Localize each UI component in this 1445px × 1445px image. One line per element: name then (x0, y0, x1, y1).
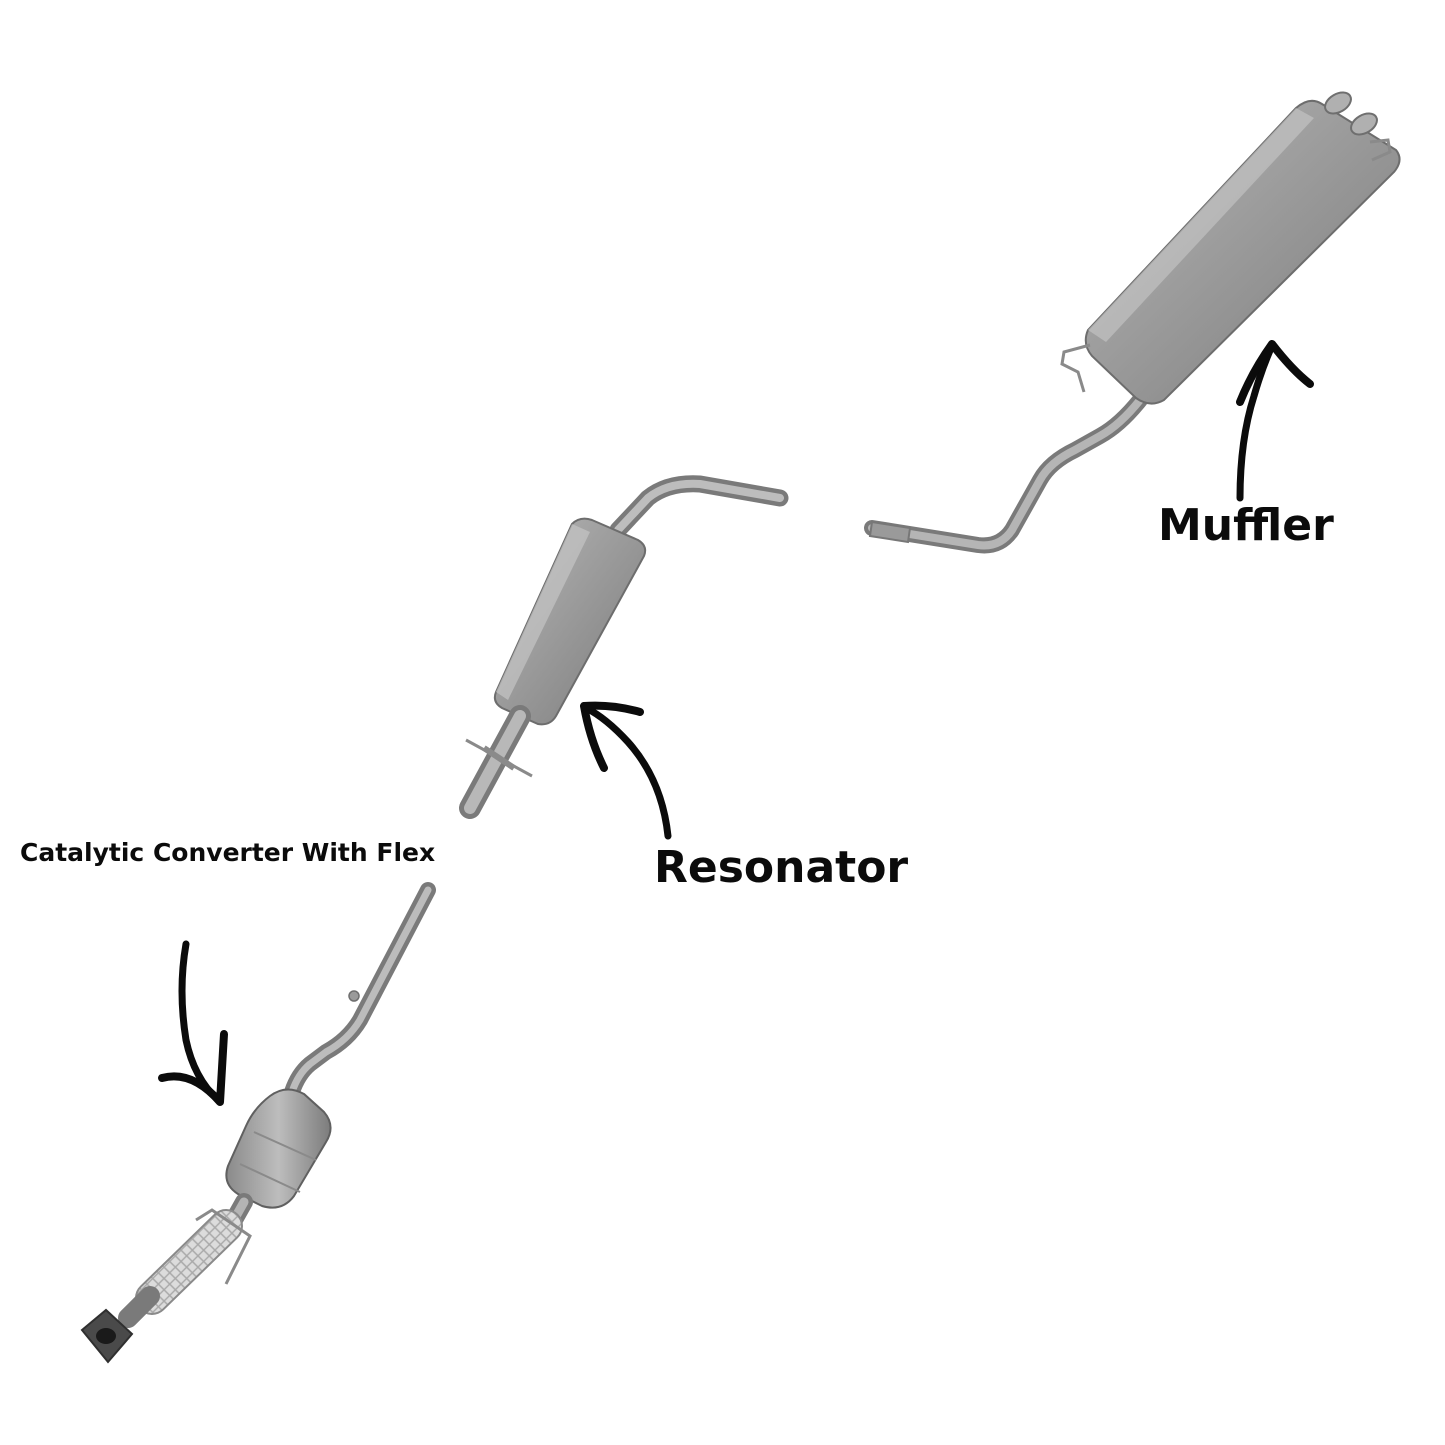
muffler-inlet-sleeve (868, 520, 912, 544)
arrow-to-catalytic-converter-icon (158, 940, 228, 1106)
muffler-inlet-pipe (864, 392, 1148, 554)
catalytic-converter-body (225, 1088, 332, 1209)
muffler-label: Muffler (1158, 500, 1334, 551)
flex-pipe (135, 1209, 243, 1315)
arrow-to-muffler-icon (1236, 340, 1314, 502)
muffler-assembly (864, 91, 1401, 554)
muffler-body (1084, 99, 1401, 405)
catalytic-converter-assembly (80, 882, 436, 1364)
catalytic-converter-label: Catalytic Converter With Flex (20, 838, 436, 867)
flex-bracket (195, 1208, 252, 1285)
resonator-label: Resonator (654, 842, 909, 893)
arrow-to-resonator-icon (580, 701, 672, 840)
muffler-hanger-left (1060, 343, 1091, 393)
resonator-body (493, 517, 647, 726)
muffler-hanger-right (1369, 138, 1392, 162)
resonator-assembly (459, 475, 789, 819)
